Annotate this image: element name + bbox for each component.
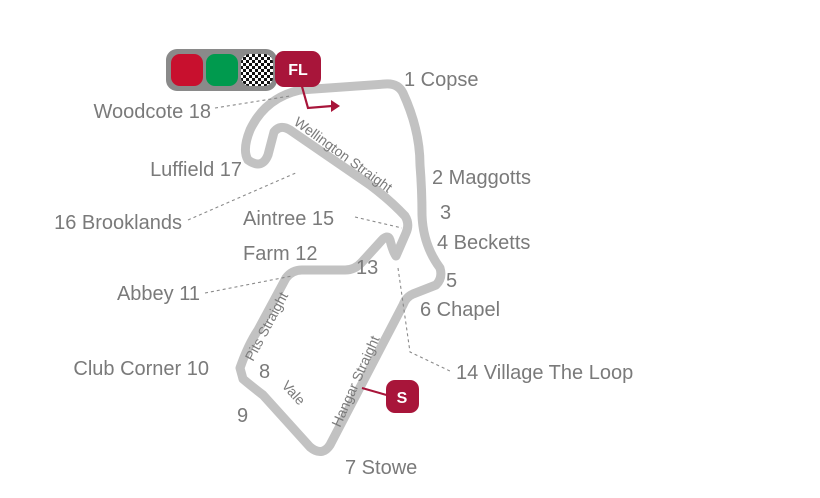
corner-8: 8 [259, 361, 270, 383]
corner-luffield: Luffield 17 [150, 159, 242, 181]
leader-brooklands [187, 171, 299, 221]
leader-aintree [354, 216, 403, 229]
corner-copse: 1 Copse [404, 69, 479, 91]
leader-woodcote [214, 95, 291, 109]
corner-becketts: 4 Becketts [437, 232, 530, 254]
corner-farm: Farm 12 [243, 243, 317, 265]
red-light [171, 54, 203, 86]
corner-woodcote: Woodcote 18 [94, 101, 212, 123]
corner-aintree: Aintree 15 [243, 208, 334, 230]
corner-club: Club Corner 10 [73, 358, 209, 380]
corner-maggotts: 2 Maggotts [432, 167, 531, 189]
fastest-lap-badge: FL [275, 51, 321, 87]
leader-abbey [204, 275, 293, 294]
corner-stowe: 7 Stowe [345, 457, 417, 479]
corner-3: 3 [440, 202, 451, 224]
corner-9: 9 [237, 405, 248, 427]
track-outline [235, 79, 446, 456]
corner-abbey: Abbey 11 [117, 283, 200, 305]
sector-text: S [397, 390, 408, 407]
sector-badge: S [361, 380, 419, 413]
direction-arrow [299, 82, 340, 112]
leader-lines [187, 95, 453, 373]
corner-village: 14 Village The Loop [456, 362, 633, 384]
corner-5: 5 [446, 270, 457, 292]
leader-village [397, 267, 453, 373]
start-lights [166, 49, 277, 91]
corner-chapel: 6 Chapel [420, 299, 500, 321]
fastest-lap-text: FL [288, 62, 308, 79]
corner-brooklands: 16 Brooklands [54, 212, 182, 234]
straight-pits: Pits Straight [242, 289, 292, 363]
green-light [206, 54, 238, 86]
straight-wellington: Wellington Straight [291, 113, 395, 195]
checkered-flag-icon [241, 54, 273, 86]
straight-vale: Vale [279, 377, 309, 408]
straight-hangar: Hangar Straight [328, 333, 383, 429]
corner-13: 13 [356, 257, 378, 279]
